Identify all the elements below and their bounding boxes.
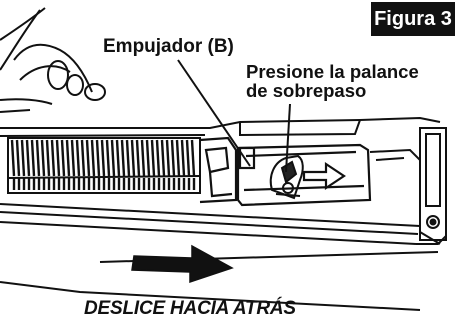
lever-label-line2: de sobrepaso (246, 80, 367, 101)
track-rib (160, 139, 166, 177)
ribbed-track (7, 137, 201, 194)
track-rib (180, 139, 186, 177)
figure-badge: Figura 3 (371, 2, 455, 36)
round-housing (0, 7, 106, 113)
track-rib (65, 139, 71, 177)
track-rib (30, 139, 36, 177)
right-arrow-icon (131, 244, 234, 284)
track-rib (100, 139, 106, 177)
track-rib (120, 139, 126, 177)
pusher-carriage (199, 136, 372, 207)
track-rib (20, 139, 26, 177)
track-rib (90, 139, 96, 177)
slide-back-label: DESLICE HACIA ATRÁS (84, 298, 296, 319)
track-rib (145, 139, 151, 177)
track-rib (85, 139, 91, 177)
top-plate (0, 116, 441, 137)
track-rib (60, 139, 66, 177)
track-rib (175, 139, 181, 177)
lever-label-line1: Presione la palance (246, 61, 419, 82)
track-rib (10, 139, 16, 177)
track-rib (75, 139, 81, 177)
track-rib (55, 139, 61, 177)
front-face (0, 203, 447, 311)
track-rib (80, 139, 86, 177)
track-rib (140, 139, 146, 177)
track-rib (25, 139, 31, 177)
track-rib (165, 139, 171, 177)
pusher-label: Empujador (B) (103, 36, 234, 57)
track-rib (190, 139, 196, 177)
right-arrow-outline-icon (302, 161, 346, 191)
track-rib (110, 139, 116, 177)
track-rib (150, 139, 156, 177)
track-rib (95, 139, 101, 177)
track-rib (125, 139, 131, 177)
callout-lines (177, 59, 291, 173)
track-rib (185, 139, 191, 177)
track-rib (35, 139, 41, 177)
track-rib (155, 139, 161, 177)
lever-label: Presione la palance de sobrepaso (246, 62, 419, 100)
track-rib (135, 139, 141, 177)
track-rib (45, 139, 51, 177)
track-rib (130, 139, 136, 177)
right-rail (369, 127, 447, 241)
track-rib (115, 139, 121, 177)
track-rib (40, 139, 46, 177)
track-rib (170, 139, 176, 177)
track-rib (15, 139, 21, 177)
track-rib (105, 139, 111, 177)
track-rib (70, 139, 76, 177)
track-rib (50, 139, 56, 177)
